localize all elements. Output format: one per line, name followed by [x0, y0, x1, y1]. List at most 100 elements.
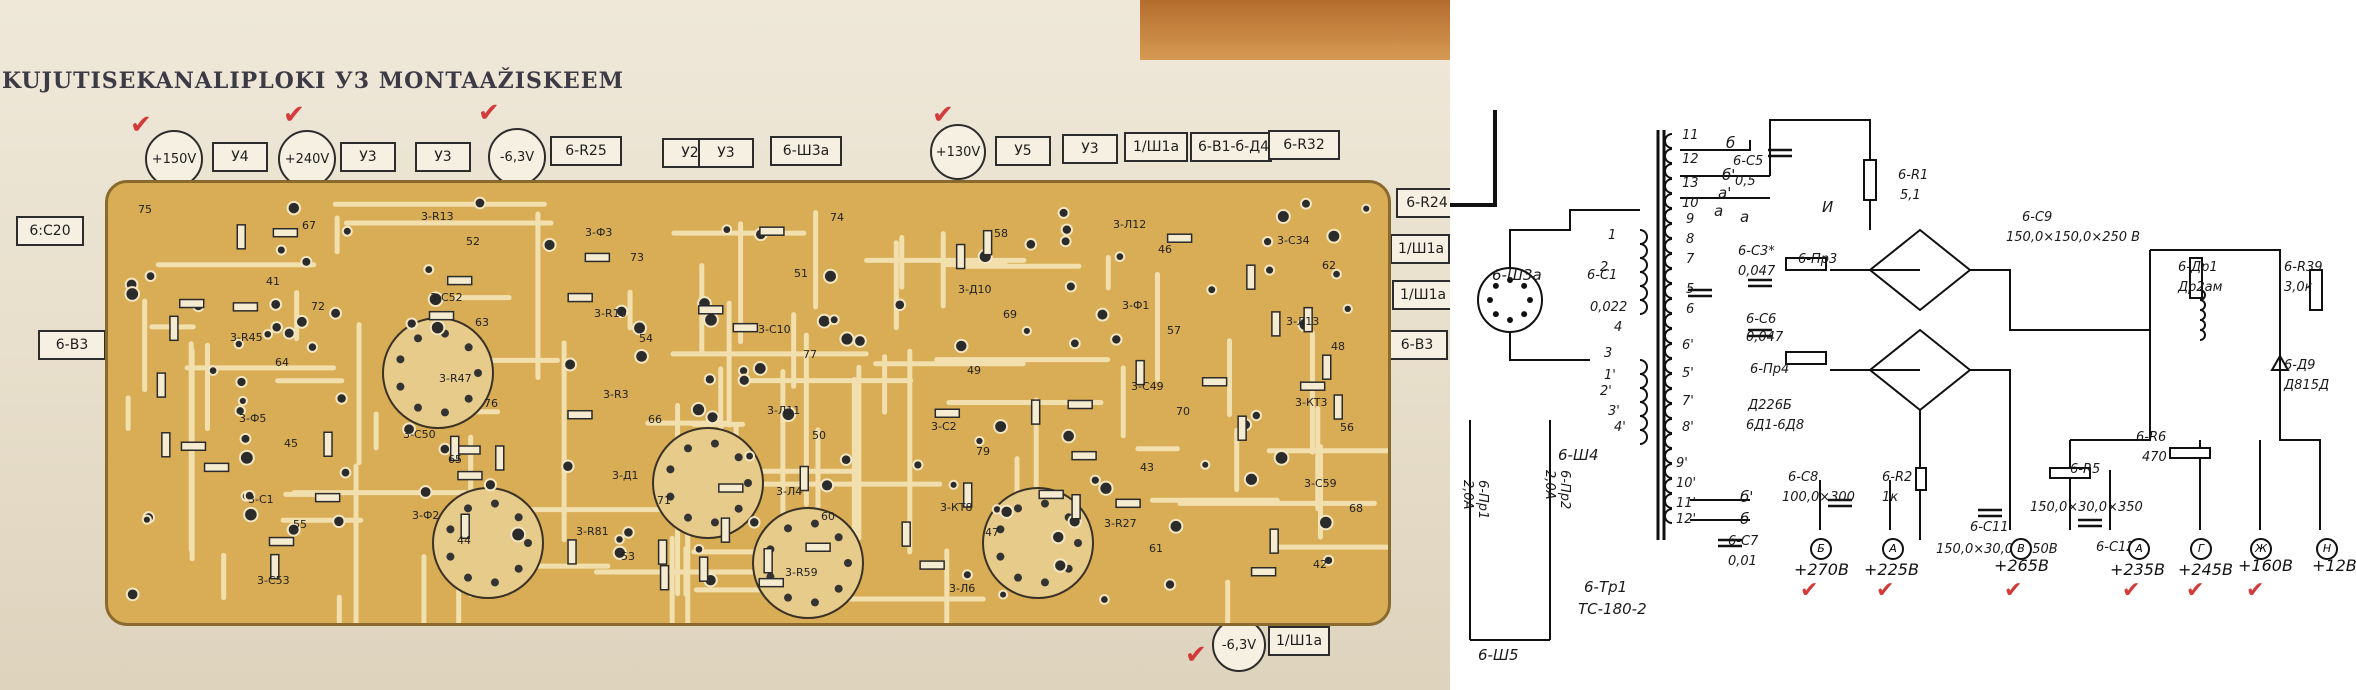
c7-label: 6-С7	[1728, 534, 1759, 549]
pcb-resistor	[1269, 528, 1279, 554]
socket-pin	[464, 343, 473, 352]
pcb-pad	[1326, 228, 1342, 244]
pcb-pad	[1168, 518, 1184, 534]
pcb-resistor	[1333, 394, 1343, 420]
wire-ap: а'	[1718, 184, 1732, 202]
r1-value: 5,1	[1900, 188, 1921, 203]
secondary-coil-turn	[1664, 373, 1673, 389]
pcb-pad	[239, 432, 252, 445]
secondary-coil-turn	[1664, 478, 1673, 494]
socket-pin	[490, 499, 499, 508]
connector-pin	[1521, 282, 1528, 289]
socket-pin	[464, 394, 473, 403]
pcb-resistor	[460, 513, 470, 539]
connector-pin	[1527, 297, 1533, 303]
pcb-pad	[286, 200, 302, 216]
label-u3-d: У3	[1062, 134, 1118, 164]
pcb-pad	[141, 514, 152, 525]
pcb-pad	[822, 268, 838, 284]
pcb-pad	[1250, 409, 1263, 422]
check-mark-160: ✔	[2246, 578, 2265, 603]
socket-pin	[666, 492, 675, 501]
socket-pin	[396, 355, 405, 364]
pcb-label: 52	[466, 235, 480, 248]
d9-label: 6-Д9	[2284, 358, 2316, 373]
pcb-label: 68	[1349, 502, 1363, 515]
winding-5p: 5'	[1682, 366, 1694, 381]
secondary-coil-turn	[1664, 508, 1673, 524]
pcb-label: 61	[1149, 542, 1163, 555]
label-u3-b: У3	[415, 142, 471, 172]
pcb-pad	[993, 419, 1009, 434]
wire-a: а	[1714, 202, 1724, 220]
socket-pin	[1040, 578, 1049, 587]
socket-pin	[396, 382, 405, 391]
pcb-pad	[1099, 594, 1110, 605]
secondary-coil-turn	[1664, 178, 1673, 194]
c12-label: 6-С12	[2096, 540, 2135, 555]
pcb-resistor	[449, 435, 460, 462]
pcb-pad	[693, 543, 705, 555]
check-mark-bottom: ✔	[1185, 640, 1207, 670]
check-mark-225: ✔	[1876, 578, 1895, 603]
pcb-resistor	[901, 521, 911, 547]
pcb-resistor	[720, 517, 731, 543]
socket-pin	[666, 465, 675, 474]
pcb-pad	[1098, 480, 1114, 496]
pcb-pad	[954, 338, 969, 354]
pcb-resistor	[955, 243, 966, 270]
primary-coil-turn	[1639, 429, 1648, 445]
choke-coil-turn	[2199, 309, 2206, 321]
pcb-label: 60	[821, 510, 835, 523]
schematic-wire	[2279, 320, 2321, 530]
schematic-wire	[1509, 332, 1590, 361]
pcb-pad	[703, 311, 719, 328]
pcb-pad	[1060, 223, 1074, 236]
pcb-pad	[405, 317, 418, 330]
pcb-label: 43	[1140, 461, 1154, 474]
winding-4p: 4'	[1614, 420, 1626, 435]
pcb-pad	[999, 504, 1014, 520]
terminal-zh-160: Ж	[2250, 538, 2272, 560]
voltage-265: +265В	[1994, 556, 2049, 575]
voltage-245: +245В	[2178, 560, 2233, 579]
pcb-resistor	[1135, 359, 1145, 386]
primary-coil-turn	[1639, 415, 1648, 431]
pcb-pad	[853, 334, 867, 348]
label-6-v3-right: 6-В3	[1386, 330, 1448, 360]
socket-pin	[1040, 499, 1049, 508]
winding-8p: 8'	[1682, 420, 1694, 435]
pcb-pad	[1089, 474, 1101, 486]
voltage-12: +12В	[2312, 556, 2356, 575]
socket-pin	[996, 525, 1005, 534]
pcb-pad	[1051, 529, 1066, 545]
voltage-160: +160В	[2238, 556, 2293, 575]
winding-1p: 1'	[1604, 368, 1616, 383]
label-plus130v: +130V	[930, 124, 986, 180]
d9-value: Д815Д	[2284, 378, 2330, 393]
pcb-pad	[300, 255, 313, 268]
terminal-a-235: А	[2128, 538, 2150, 560]
c8-value: 100,0×300	[1782, 490, 1855, 505]
pcb-label: 41	[266, 275, 280, 288]
pcb-label: 49	[967, 364, 981, 377]
winding-1: 1	[1608, 228, 1617, 243]
secondary-coil-turn	[1664, 208, 1673, 224]
pcb-pad	[752, 361, 768, 376]
socket-pin	[810, 519, 819, 528]
label-6-r24: 6-R24	[1396, 188, 1450, 218]
winding-3p: 3'	[1608, 404, 1620, 419]
check-mark-245: ✔	[2186, 578, 2205, 603]
transformer-label: 6-Тр1	[1584, 578, 1628, 596]
label-1-sh1a: 1/Ш1а	[1124, 132, 1188, 162]
pcb-label: 3-С1	[248, 493, 274, 506]
pcb-pad	[563, 357, 578, 372]
schematic-wire	[1970, 369, 2011, 460]
schematic-wire	[2070, 250, 2151, 331]
pcb-resistor	[1067, 399, 1093, 410]
secondary-coil-turn	[1664, 283, 1673, 299]
pcb-pad	[1342, 303, 1353, 315]
pcb-label: 3-R10	[594, 307, 627, 320]
primary-coil-turn	[1639, 373, 1648, 389]
